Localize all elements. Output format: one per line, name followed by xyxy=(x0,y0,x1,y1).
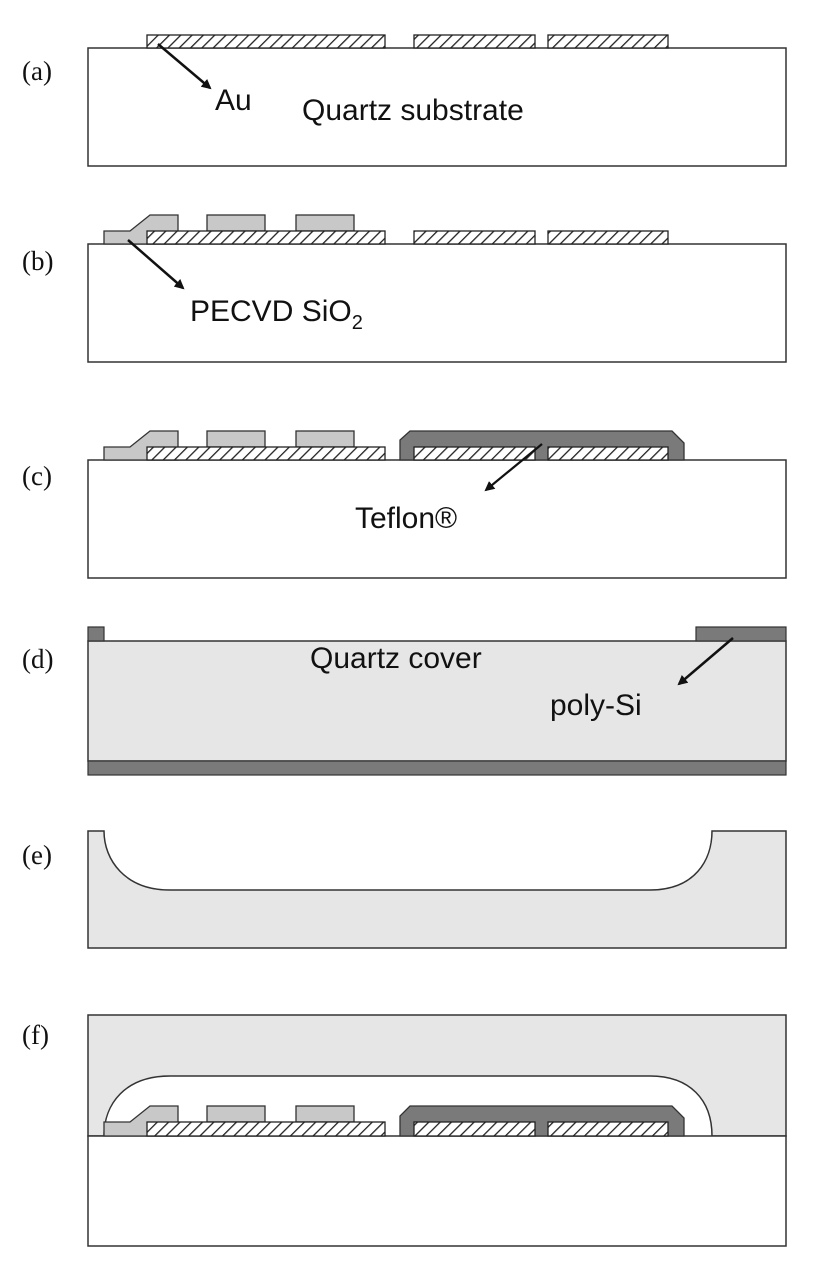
step-label-a: (a) xyxy=(22,56,52,86)
au-label: Au xyxy=(215,84,252,117)
step-label-b: (b) xyxy=(22,246,53,276)
au-pointer-arrow xyxy=(157,43,212,90)
step-c: (c) Teflon® xyxy=(22,430,787,579)
teflon-pointer-arrow xyxy=(484,443,543,492)
au-electrode xyxy=(146,446,386,461)
quartz-substrate xyxy=(87,459,787,579)
step-f: (f) xyxy=(22,1014,787,1247)
au-electrode xyxy=(547,34,669,49)
sio2-label: PECVD SiO2 xyxy=(190,295,363,334)
sio2-pointer-arrow xyxy=(127,239,185,290)
au-electrode xyxy=(547,1121,669,1137)
poly-si-layer xyxy=(695,626,787,642)
step-d: (d) Quartz cover poly-Si xyxy=(22,626,787,776)
quartz-substrate xyxy=(87,243,787,363)
sio2-layer xyxy=(206,430,266,448)
quartz-substrate xyxy=(87,1135,787,1247)
au-electrode xyxy=(413,34,536,49)
poly-si-label: poly-Si xyxy=(550,689,642,722)
poly-si-layer xyxy=(87,626,105,642)
sio2-layer xyxy=(206,1105,266,1123)
quartz-cover-label: Quartz cover xyxy=(310,642,482,675)
sio2-layer xyxy=(295,214,355,232)
quartz-substrate xyxy=(87,47,787,167)
step-label-e: (e) xyxy=(22,840,52,870)
step-label-c: (c) xyxy=(22,461,52,491)
au-electrode xyxy=(413,230,536,245)
au-electrode xyxy=(146,1121,386,1137)
quartz-substrate-label: Quartz substrate xyxy=(302,94,524,127)
au-electrode xyxy=(547,446,669,461)
au-electrode xyxy=(547,230,669,245)
sio2-layer xyxy=(295,430,355,448)
step-e: (e) xyxy=(22,830,787,949)
step-label-f: (f) xyxy=(22,1020,49,1050)
poly-si-layer xyxy=(87,760,787,776)
bonded-quartz-cover xyxy=(87,1014,787,1137)
etched-quartz-cover xyxy=(87,830,787,949)
sio2-layer xyxy=(206,214,266,232)
au-electrode xyxy=(413,446,536,461)
step-b: (b) PECVD SiO2 xyxy=(22,214,787,363)
poly-si-pointer-arrow xyxy=(677,637,734,686)
au-electrode xyxy=(146,34,386,49)
au-electrode xyxy=(146,230,386,245)
step-label-d: (d) xyxy=(22,644,53,674)
step-a: (a) Au Quartz substrate xyxy=(22,34,787,167)
teflon-label: Teflon® xyxy=(355,502,457,535)
quartz-cover xyxy=(87,640,787,762)
sio2-layer xyxy=(295,1105,355,1123)
au-electrode xyxy=(413,1121,536,1137)
